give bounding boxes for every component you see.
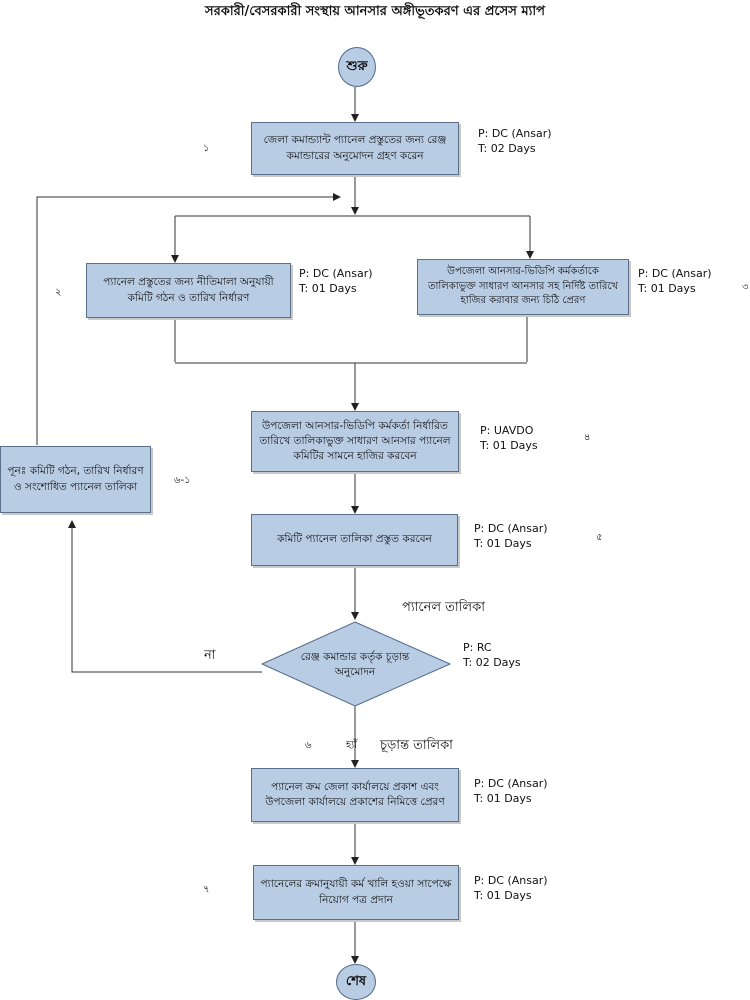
step-6-person: P: DC (Ansar) xyxy=(474,777,548,790)
step-1-time: T: 02 Days xyxy=(478,142,536,155)
step-1-person: P: DC (Ansar) xyxy=(478,127,552,140)
step-5-box: কমিটি প্যানেল তালিকা প্রস্তুত করবেন xyxy=(251,514,458,566)
step-7-box: প্যানেলের ক্রমানুযায়ী কর্ম খালি হওয়া স… xyxy=(253,865,459,920)
step-4-person: P: UAVDO xyxy=(480,424,534,437)
step-7-number: ৭ xyxy=(203,884,210,895)
step-4-time: T: 01 Days xyxy=(480,439,538,452)
step-2-person: P: DC (Ansar) xyxy=(299,267,373,280)
step-3-number: ৩ xyxy=(742,282,749,293)
step-7-time: T: 01 Days xyxy=(474,889,532,902)
step-3-time: T: 01 Days xyxy=(638,282,696,295)
step-2-time: T: 01 Days xyxy=(299,282,357,295)
redo-number: ৬-১ xyxy=(174,475,191,486)
end-terminal: শেষ xyxy=(336,964,376,1000)
step-7-person: P: DC (Ansar) xyxy=(474,874,548,887)
step-4-number: ৪ xyxy=(584,432,591,443)
step-6-box: প্যানেল ক্রম জেলা কার্যালয়ে প্রকাশ এবং … xyxy=(251,768,459,822)
decision-text: রেঞ্জ কমান্ডার কর্তৃক চূড়ান্ত অনুমোদন xyxy=(300,651,410,679)
step-1-box: জেলা কমান্ড্যান্ট প্যানেল প্রস্তুতের জন্… xyxy=(251,122,459,175)
step-6-time: T: 01 Days xyxy=(474,792,532,805)
decision-diamond xyxy=(260,621,452,707)
step-3-box: উপজেলা আনসার-ভিডিপি কর্মকর্তাকে তালিকাভু… xyxy=(417,259,629,315)
panel-list-label: প্যানেল তালিকা xyxy=(402,600,485,615)
step-5-time: T: 01 Days xyxy=(474,537,532,550)
step-2-box: প্যানেল প্রস্তুতের জন্য নীতিমালা অনুযায়… xyxy=(86,263,291,318)
page-title: সরকারী/বেসরকারী সংস্থায় আনসার অঙ্গীভূতক… xyxy=(205,4,545,19)
step-5-person: P: DC (Ansar) xyxy=(474,522,548,535)
step-2-number: ২ xyxy=(55,287,62,298)
decision-person: P: RC xyxy=(463,641,492,654)
redo-return-line xyxy=(36,193,341,445)
no-loop-line xyxy=(68,520,262,673)
decision-time: T: 02 Days xyxy=(463,656,521,669)
step-3-person: P: DC (Ansar) xyxy=(638,267,712,280)
final-list-label: চূড়ান্ত তালিকা xyxy=(380,738,453,753)
step-4-box: উপজেলা আনসার-ভিডিপি কর্মকর্তা নির্ধারিত … xyxy=(251,411,459,472)
step-6-number: ৬ xyxy=(305,740,312,751)
step-5-number: ৫ xyxy=(596,532,603,543)
decision-yes-label: হ্যাঁ xyxy=(346,740,358,751)
step-1-number: ১ xyxy=(203,143,210,154)
start-terminal: শুরু xyxy=(338,47,376,87)
redo-box: পূনঃ কমিটি গঠন, তারিখ নির্ধারণ ও সংশোধিত… xyxy=(0,446,151,513)
decision-no-label: না xyxy=(204,648,216,663)
